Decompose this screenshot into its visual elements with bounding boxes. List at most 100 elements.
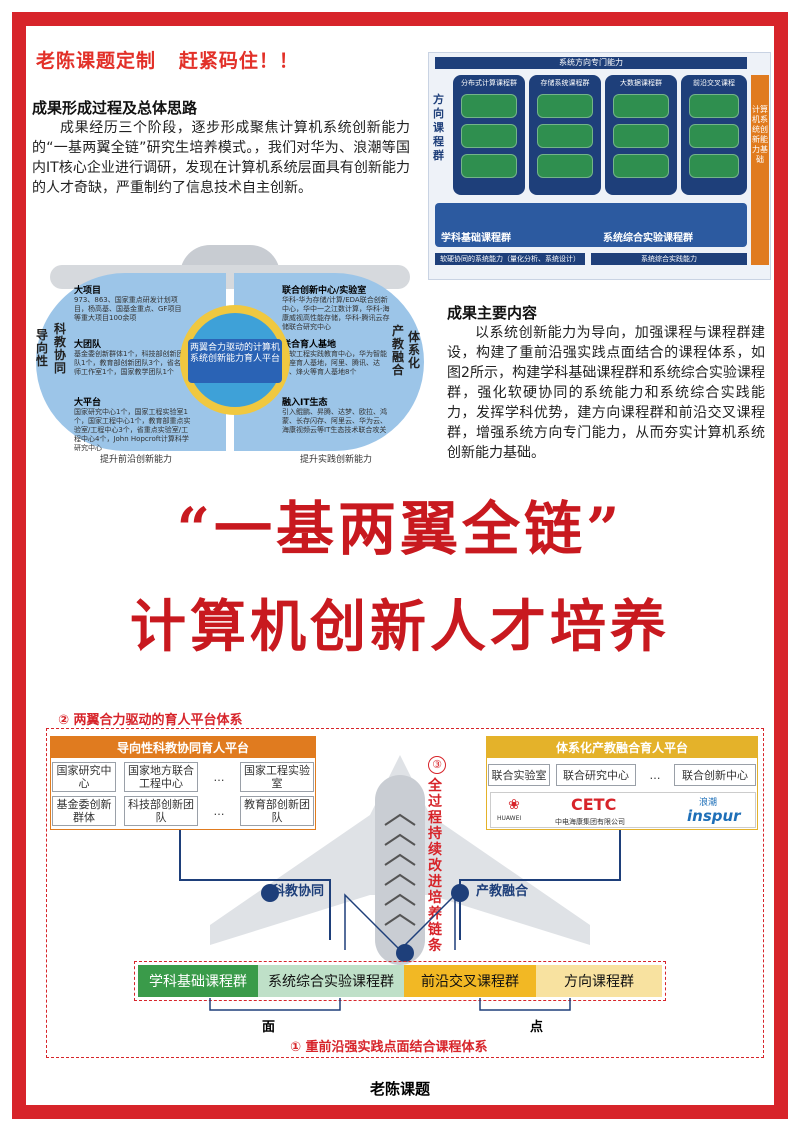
center-ring: 两翼合力驱动的计算机系统创新能力育人平台 [180, 305, 290, 415]
fig2-right-3: 融入IT生态 引入鲲鹏、昇腾、达梦、欧拉、鸿蒙、长存闪存、阿里云、华为云、海康视… [282, 395, 390, 435]
right-platform-chip: … [640, 764, 670, 786]
fig2-item-text: 中软工程实践教育中心，华为智能基座育人基地，阿里、腾讯、达梦、烽火等育人基地8个 [282, 350, 387, 376]
huawei-logo-icon: ❀ [508, 797, 520, 813]
course-seg-3: 前沿交叉课程群 [404, 965, 536, 997]
left-platform-chip: 国家地方联合工程中心 [124, 762, 198, 792]
fig1-lab-label: 系统综合实验课程群 [603, 233, 693, 244]
inspur-logo-cn: 浪潮 [699, 798, 718, 808]
dian-label: 点 [530, 1020, 544, 1035]
chevron-icon [384, 853, 416, 866]
chevron-icon [384, 833, 416, 846]
chevron-icon [384, 813, 416, 826]
connector-lines [179, 830, 621, 962]
fig2-left-vertical-1: 导向性 [36, 328, 49, 368]
right-platform-chip: 联合实验室 [488, 764, 550, 786]
chevron-icon [384, 893, 416, 906]
left-platform-chip: 基金委创新群体 [52, 796, 116, 826]
fig1-group-1: 分布式计算课程群 [453, 75, 525, 195]
fig1-group-2-label: 存储系统课程群 [540, 79, 590, 87]
fig1-box [461, 94, 517, 118]
left-platform-chip: 国家研究中心 [52, 762, 116, 792]
right-platform-title: 体系化产教融合育人平台 [486, 736, 758, 758]
main-title-line2: 计算机创新人才培养 [130, 594, 670, 660]
section-text-content: 以系统创新能力为导向，加强课程与课程群建设，构建了重前沿强实践点面结合的课程体系… [447, 325, 765, 461]
fig1-base-band: 学科基础课程群 系统综合实验课程群 [435, 203, 747, 247]
fig1-box [537, 124, 593, 148]
right-platform-chip: 联合创新中心 [674, 764, 756, 786]
fig1-box [689, 94, 739, 118]
fig2-item-title: 大项目 [74, 286, 102, 296]
fig2-left-vertical-2: 科教协同 [54, 322, 67, 375]
keijiao-label: 科教协同 [272, 884, 325, 899]
fig1-bottom-left: 软硬协同的系统能力（量化分析、系统设计） [435, 253, 585, 265]
fig1-side-bar: 计算机系统创新能力基础 [751, 75, 769, 265]
fig1-box [613, 94, 669, 118]
fig1-base-label: 学科基础课程群 [441, 233, 511, 244]
course-system-figure: 系统方向专门能力 方向课程群 分布式计算课程群 存储系统课程群 大数据课程群 前… [428, 52, 771, 280]
fig2-left-3: 大平台 国家研究中心1个，国家工程实验室1个，国家工程中心1个，教育部重点实验室… [74, 395, 192, 453]
diagram-border [46, 728, 764, 1058]
logos-strip: ❀ HUAWEI CETC 中电海康集团有限公司 浪潮 inspur [490, 792, 756, 828]
bracket-lines [209, 998, 571, 1011]
fig2-right-2: 联合育人基地 中软工程实践教育中心，华为智能基座育人基地，阿里、腾讯、达梦、烽火… [282, 337, 390, 377]
course-seg-2: 系统综合实验课程群 [258, 965, 404, 997]
fig1-group-2: 存储系统课程群 [529, 75, 601, 195]
fig1-top-band: 系统方向专门能力 [435, 57, 747, 69]
chanjiao-label: 产教融合 [476, 884, 529, 899]
plane-graphic [210, 755, 590, 965]
circled-3-icon: ③ [428, 756, 446, 774]
course-seg-1: 学科基础课程群 [138, 965, 258, 997]
course-bar-border [134, 961, 666, 1001]
left-platform-chip: 国家工程实验室 [240, 762, 314, 792]
fig1-box [461, 124, 517, 148]
fig2-right-vertical-1: 产教融合 [392, 324, 405, 377]
right-platform-chip: 联合研究中心 [556, 764, 636, 786]
fig2-bottom-right: 提升实践创新能力 [300, 455, 373, 465]
main-title-line1: “一基两翼全链” [176, 495, 624, 563]
left-platform-chip: … [204, 762, 234, 792]
huawei-logo-text: HUAWEI [497, 815, 522, 822]
fig1-bottom-right: 系统综合实践能力 [591, 253, 747, 265]
inspur-logo: inspur [687, 807, 741, 825]
chevron-icon [384, 873, 416, 886]
section-title-content: 成果主要内容 [447, 304, 538, 322]
fig1-group-3: 大数据课程群 [605, 75, 677, 195]
footer-label: 老陈课题 [369, 1080, 430, 1098]
left-platform-title: 导向性科教协同育人平台 [50, 736, 316, 758]
fig2-item-text: 引入鲲鹏、昇腾、达梦、欧拉、鸿蒙、长存闪存、阿里云、华为云、海康视频云等IT生态… [282, 408, 387, 434]
chevron-icon [384, 913, 416, 926]
diagram-heading-1: ① 重前沿强实践点面结合课程体系 [290, 1040, 488, 1055]
fig1-group-4: 前沿交叉课程 [681, 75, 747, 195]
fig1-group-1-label: 分布式计算课程群 [461, 79, 517, 87]
fig1-box [613, 154, 669, 178]
cetc-logo: CETC [571, 795, 617, 814]
fig2-item-title: 联合育人基地 [282, 340, 337, 350]
fig1-group-3-label: 大数据课程群 [620, 79, 662, 87]
fig2-item-title: 大平台 [74, 398, 102, 408]
fig2-item-title: 联合创新中心/实验室 [282, 286, 367, 296]
mian-label: 面 [262, 1020, 276, 1035]
fig2-bottom-left: 提升前沿创新能力 [100, 455, 173, 465]
fig1-direction-label: 方向课程群 [433, 93, 444, 162]
left-platform-chip: … [204, 796, 234, 826]
fig2-left-1: 大项目 973、863、国家重点研发计划项目，杨高基、国基金重点、GF项目等重大… [74, 283, 184, 323]
fig2-right-vertical-2: 体系化 [408, 330, 421, 370]
fig2-item-text: 基金委创新群体1个，科技部创新团队1个，教育部创新团队3个，省名师工作室1个，国… [74, 350, 184, 376]
left-platform-chip: 教育部创新团队 [240, 796, 314, 826]
course-seg-4: 方向课程群 [536, 965, 662, 997]
fig1-box [461, 154, 517, 178]
fig1-box [689, 124, 739, 148]
fig2-center-label: 两翼合力驱动的计算机系统创新能力育人平台 [188, 339, 282, 383]
cetc-logo-subtitle: 中电海康集团有限公司 [555, 818, 625, 826]
diagram-heading-2: ② 两翼合力驱动的育人平台体系 [58, 713, 243, 728]
promo-banner: 老陈课题定制 赶紧码住！！ [36, 50, 299, 72]
fig1-box [689, 154, 739, 178]
fig1-box [613, 124, 669, 148]
fig2-item-title: 大团队 [74, 340, 102, 350]
section-title-process: 成果形成过程及总体思路 [32, 99, 198, 117]
platform-figure: 导向性 科教协同 产教融合 体系化 大项目 973、863、国家重点研发计划项目… [30, 245, 430, 465]
fig2-right-1: 联合创新中心/实验室 华科-华为存储/计算/EDA联合创新中心，华中一之江数计算… [282, 283, 390, 332]
fig1-group-4-label: 前沿交叉课程 [693, 79, 735, 87]
left-platform-chip: 科技部创新团队 [124, 796, 198, 826]
fig1-box [537, 94, 593, 118]
